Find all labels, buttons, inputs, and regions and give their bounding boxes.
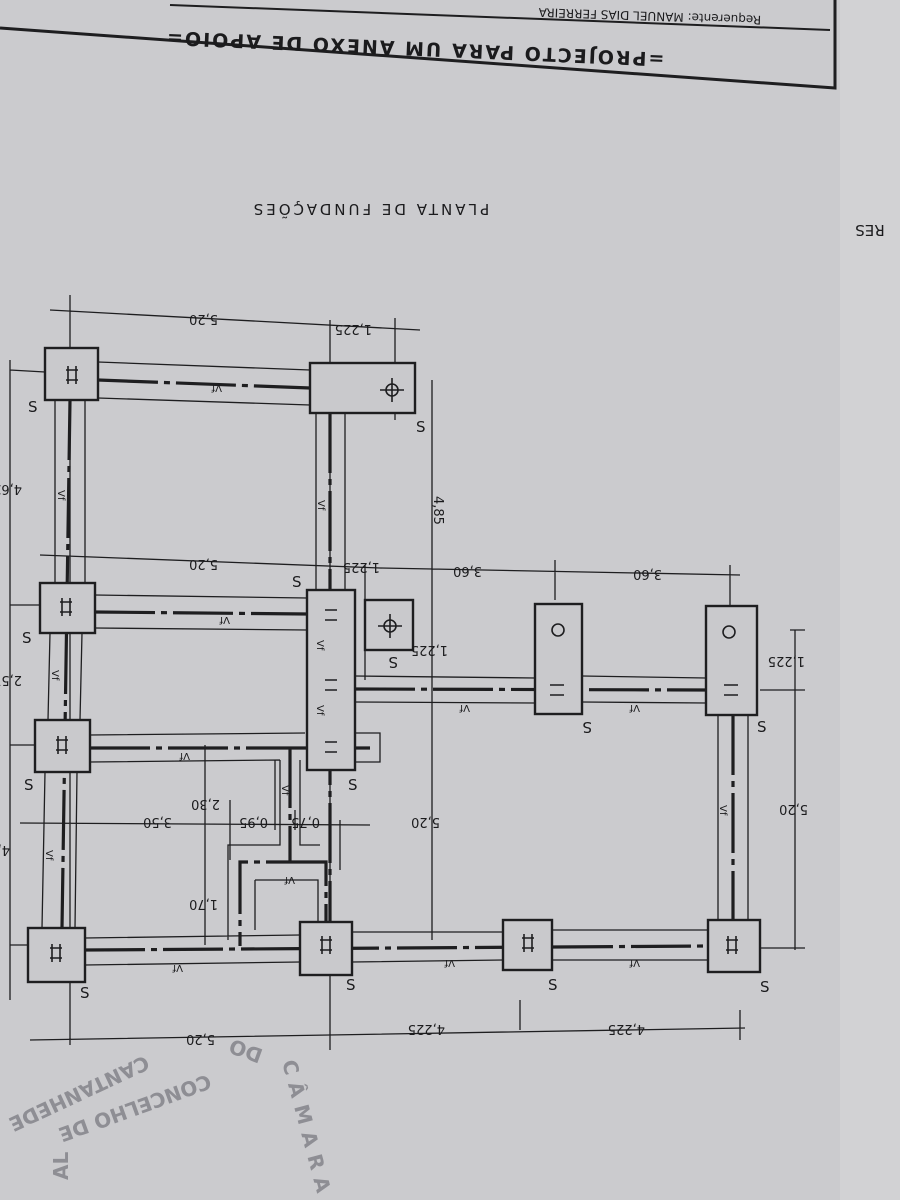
dimension-label: 5,20 <box>189 556 218 571</box>
footing-label: S <box>548 976 558 994</box>
beam-label: Vf <box>717 805 728 816</box>
footing-label: S <box>28 398 38 416</box>
footings <box>26 346 762 984</box>
beam-label: Vf <box>629 702 640 713</box>
footing-label: S <box>292 573 302 591</box>
column-marks <box>50 366 738 962</box>
dimension-label: 1,70 <box>189 896 218 911</box>
footing-label: S <box>22 629 32 647</box>
footing <box>706 918 762 974</box>
dimension-label: 2,30 <box>191 796 220 811</box>
dimension-label: 5,20 <box>411 814 440 829</box>
footing <box>363 598 415 652</box>
dimension-label: 4, <box>0 842 10 857</box>
footing <box>533 602 584 716</box>
footing-label: S <box>416 418 426 436</box>
beam-label: Vf <box>211 382 222 393</box>
dimension-label: 5,20 <box>186 1031 215 1046</box>
footing-label: S <box>346 976 356 994</box>
beam-label: Vf <box>55 490 66 501</box>
next-page-edge <box>840 0 900 1200</box>
beam-label: Vf <box>284 874 295 885</box>
dimension-label: 4,62 <box>0 481 22 496</box>
dimension-label: 4,225 <box>408 1021 445 1036</box>
dimension-label: 1,225 <box>343 559 380 574</box>
footing <box>308 361 417 415</box>
dimension-label: 0,95 <box>239 814 268 829</box>
dimension-labels: 5,20 1,225 4,85 5,20 1,225 3,60 3,60 1,2… <box>0 311 808 1046</box>
beam-labels: Vf Vf Vf Vf Vf Vf Vf Vf Vf Vf Vf Vf Vf V… <box>43 382 728 973</box>
footing <box>33 718 92 774</box>
footing <box>298 920 354 977</box>
dimension-label: 5,20 <box>779 801 808 816</box>
beam-label: Vf <box>314 705 325 716</box>
footing-labels: S S S S S S S S S S S S S <box>22 398 770 1002</box>
footing <box>501 918 554 972</box>
footing-label: S <box>582 718 592 736</box>
footing-label: S <box>24 776 34 794</box>
dimension-label: 3,60 <box>453 563 482 578</box>
footing-label: S <box>388 653 398 671</box>
dimension-label: 1,225 <box>411 642 448 657</box>
dimension-label: 1,225 <box>768 653 805 668</box>
paper <box>0 0 840 1200</box>
dimension-label: 3,50 <box>143 814 172 829</box>
drawing-title: PLANTA DE FUNDAÇÕES <box>251 200 489 219</box>
footing <box>43 346 100 402</box>
footing <box>38 581 97 635</box>
beam-label: Vf <box>459 702 470 713</box>
footing-label: S <box>348 776 358 794</box>
beam-label: Vf <box>219 614 230 625</box>
footing <box>26 926 87 984</box>
beam-label: Vf <box>315 500 326 511</box>
dimension-label: 3,60 <box>633 566 662 581</box>
footing-label: S <box>757 718 767 736</box>
dimension-label: 2,57 <box>0 672 22 687</box>
edge-fragment-text: RES <box>855 221 884 239</box>
dimension-label: 4,85 <box>430 496 445 525</box>
dimension-label: 0,75 <box>291 814 320 829</box>
beam-label: Vf <box>444 957 455 968</box>
beam-label: Vf <box>43 850 54 861</box>
footing <box>704 604 759 717</box>
footing-label: S <box>80 984 90 1002</box>
beam-label: Vf <box>314 640 325 651</box>
beam-label: Vf <box>279 785 290 796</box>
stamp-text: AL <box>49 1152 73 1180</box>
dimension-label: 5,20 <box>189 311 218 326</box>
footing-label: S <box>760 978 770 996</box>
beam-label: Vf <box>179 750 190 761</box>
beam-label: Vf <box>49 670 60 681</box>
beam-label: Vf <box>172 962 183 973</box>
dimension-label: 4,225 <box>608 1021 645 1036</box>
beam-label: Vf <box>629 957 640 968</box>
dimension-label: 1,225 <box>335 321 372 336</box>
